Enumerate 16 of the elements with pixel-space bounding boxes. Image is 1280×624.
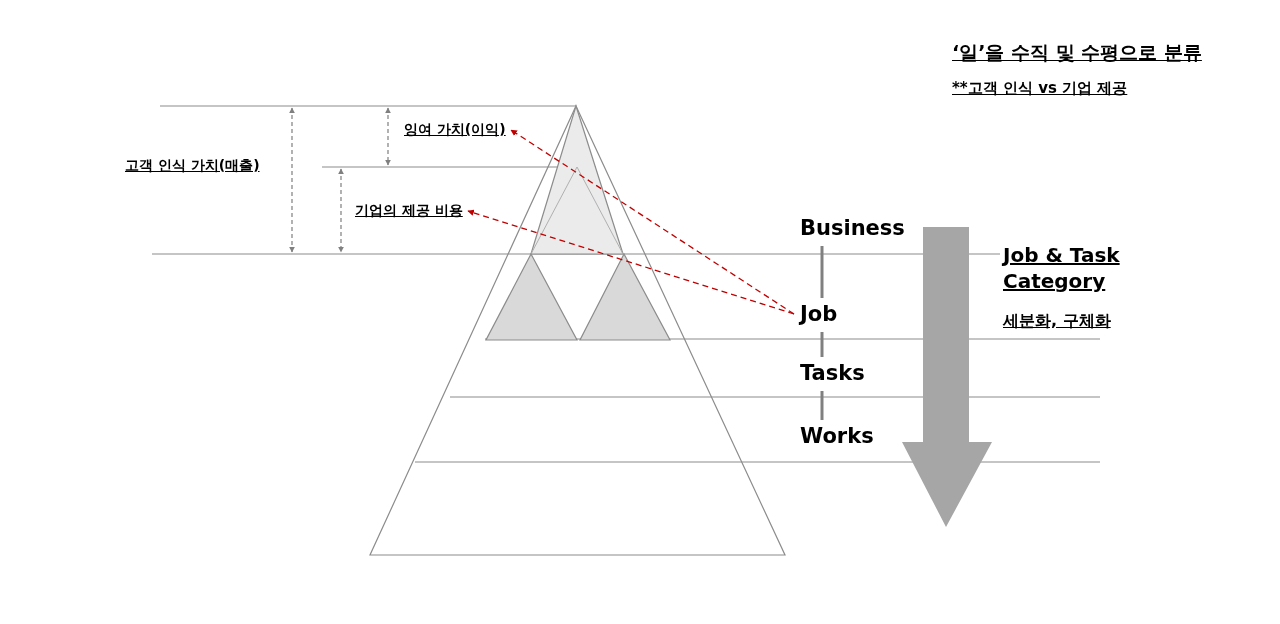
subheading: **고객 인식 vs 기업 제공 xyxy=(952,79,1128,98)
connector-line xyxy=(820,246,824,298)
value-label: 고객 인식 가치(매출) xyxy=(125,157,260,175)
value-label: 잉여 가치(이익) xyxy=(404,121,506,139)
category-heading: Job & Task Category xyxy=(1003,242,1121,294)
connector-line xyxy=(820,332,824,357)
level-label: Tasks xyxy=(800,361,865,385)
arrow xyxy=(510,129,795,315)
level-label: Job xyxy=(800,302,838,326)
note-text: 세분화, 구체화 xyxy=(1003,311,1111,332)
level-label: Works xyxy=(800,424,874,448)
arrow xyxy=(467,209,795,315)
connector-line xyxy=(820,391,824,420)
heading: ‘일’을 수직 및 수평으로 분류 xyxy=(952,40,1202,65)
level-label: Business xyxy=(800,216,905,240)
cost-label: 기업의 제공 비용 xyxy=(355,202,463,220)
